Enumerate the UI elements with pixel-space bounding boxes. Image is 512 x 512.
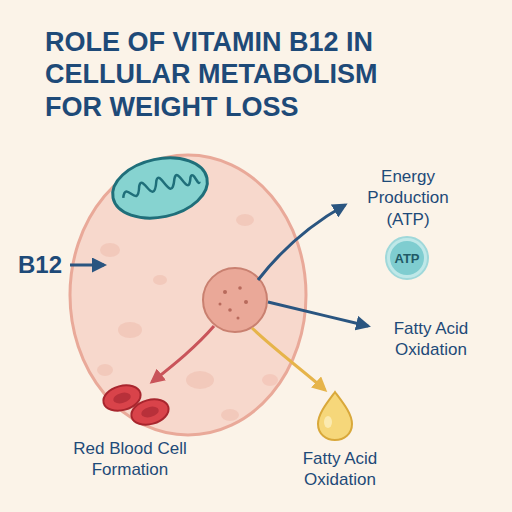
energy-label: Energy Production (ATP) — [352, 166, 464, 230]
droplet-highlight — [324, 416, 332, 428]
fat-oxidation-label: Fatty Acid Oxidation — [278, 448, 402, 491]
fat-arrow — [252, 328, 325, 390]
nucleus — [203, 268, 267, 332]
fatty-acid-label: Fatty Acid Oxidation — [376, 318, 486, 361]
atp-ring — [386, 237, 428, 279]
atp-circle: ATP — [384, 235, 430, 281]
fatty-acid-arrow — [268, 302, 368, 326]
cell-vesicles — [97, 214, 278, 421]
b12-label: B12 — [18, 250, 70, 280]
energy-arrow — [258, 205, 345, 280]
rbc-label: Red Blood Cell Formation — [40, 438, 220, 481]
fat-droplet — [318, 392, 352, 440]
node-text: ATP — [394, 251, 419, 266]
diagram-title: ROLE OF VITAMIN B12 IN CELLULAR METABOLI… — [45, 26, 425, 123]
red-blood-cells — [101, 381, 172, 428]
rbc-arrow — [152, 326, 214, 382]
b12-arrow — [70, 264, 104, 267]
atp-disc — [390, 241, 424, 275]
mitochondrion — [107, 150, 213, 227]
